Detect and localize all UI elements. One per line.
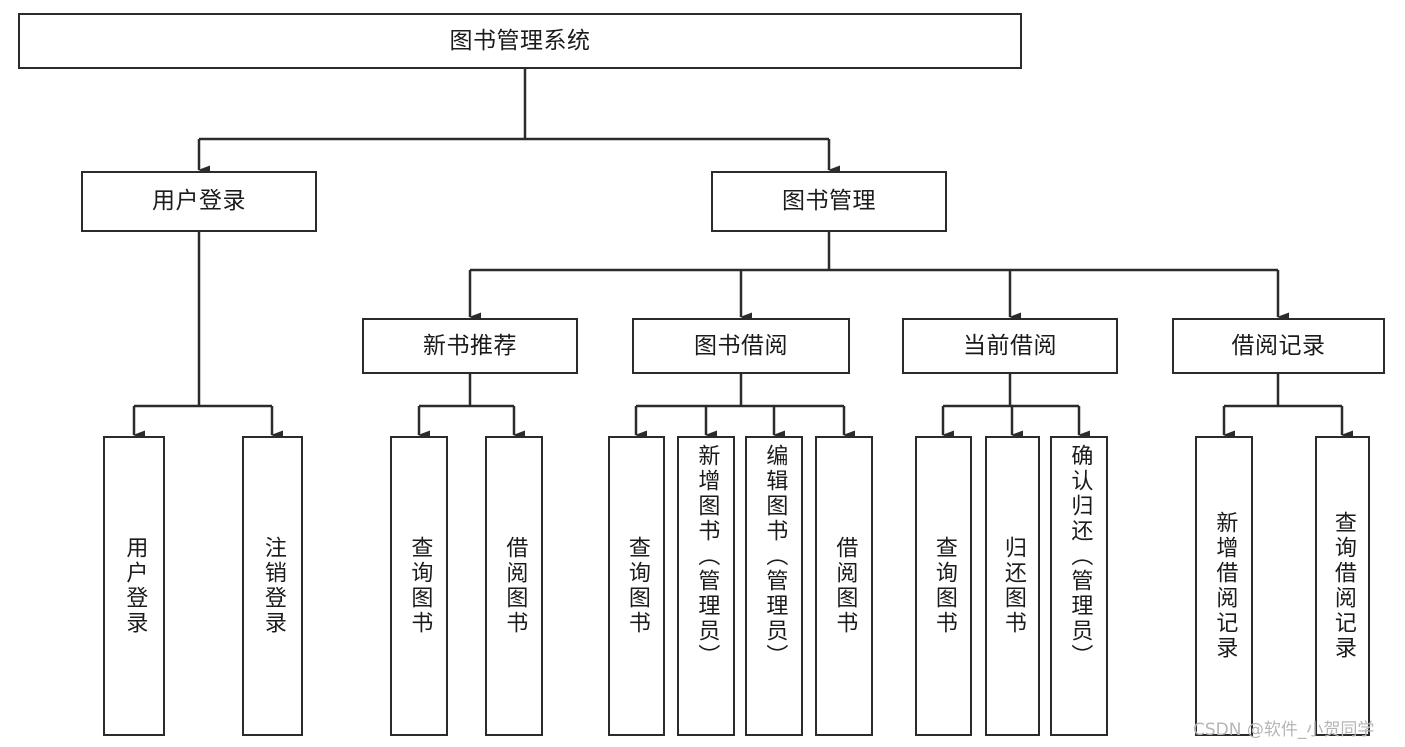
node-label: 新增借阅记录 xyxy=(1212,511,1238,661)
node-leaf-user-login[interactable]: 用户登录 xyxy=(103,436,165,736)
node-leaf-edit-book[interactable]: 编辑图书（管理员） xyxy=(745,436,803,736)
node-leaf-borrow-book-1[interactable]: 借阅图书 xyxy=(485,436,543,736)
node-leaf-query-record[interactable]: 查询借阅记录 xyxy=(1315,436,1370,736)
node-label: 新增图书（管理员） xyxy=(694,444,720,669)
node-leaf-query-book-3[interactable]: 查询图书 xyxy=(915,436,972,736)
node-label: 图书管理系统 xyxy=(449,27,591,54)
node-label: 图书借阅 xyxy=(694,332,788,359)
node-label: 注销登录 xyxy=(260,536,286,636)
connector-paths xyxy=(132,69,1353,440)
node-label: 用户登录 xyxy=(122,536,148,636)
node-label: 借阅记录 xyxy=(1231,332,1326,359)
node-label: 借阅图书 xyxy=(832,536,858,636)
node-label: 查询图书 xyxy=(407,536,433,636)
node-book-manage[interactable]: 图书管理 xyxy=(711,171,947,232)
node-label: 借阅图书 xyxy=(502,536,528,636)
node-label: 确认归还（管理员） xyxy=(1067,444,1093,669)
node-new-book-rec[interactable]: 新书推荐 xyxy=(362,318,578,374)
node-label: 当前借阅 xyxy=(963,332,1057,359)
node-leaf-add-record[interactable]: 新增借阅记录 xyxy=(1195,436,1253,736)
node-label: 查询图书 xyxy=(931,536,957,636)
node-root-图书管理系统[interactable]: 图书管理系统 xyxy=(18,13,1022,69)
node-leaf-borrow-book-2[interactable]: 借阅图书 xyxy=(815,436,873,736)
node-leaf-query-book-1[interactable]: 查询图书 xyxy=(390,436,448,736)
node-label: 查询借阅记录 xyxy=(1330,511,1356,661)
node-leaf-add-book[interactable]: 新增图书（管理员） xyxy=(677,436,735,736)
node-book-borrow[interactable]: 图书借阅 xyxy=(632,318,850,374)
node-label: 编辑图书（管理员） xyxy=(762,444,788,669)
csdn-watermark: CSDN @软件_小贺同学 xyxy=(1193,720,1375,740)
node-label: 新书推荐 xyxy=(423,332,517,359)
node-leaf-return-book[interactable]: 归还图书 xyxy=(985,436,1040,736)
node-label: 图书管理 xyxy=(782,188,876,214)
node-borrow-record[interactable]: 借阅记录 xyxy=(1172,318,1385,374)
node-current-borrow[interactable]: 当前借阅 xyxy=(902,318,1118,374)
node-leaf-confirm-return[interactable]: 确认归还（管理员） xyxy=(1050,436,1108,736)
node-label: 用户登录 xyxy=(152,188,246,214)
node-label: 归还图书 xyxy=(1000,536,1026,636)
node-user-login[interactable]: 用户登录 xyxy=(81,171,317,232)
node-leaf-logout[interactable]: 注销登录 xyxy=(242,436,303,736)
node-label: 查询图书 xyxy=(624,536,650,636)
node-leaf-query-book-2[interactable]: 查询图书 xyxy=(608,436,665,736)
